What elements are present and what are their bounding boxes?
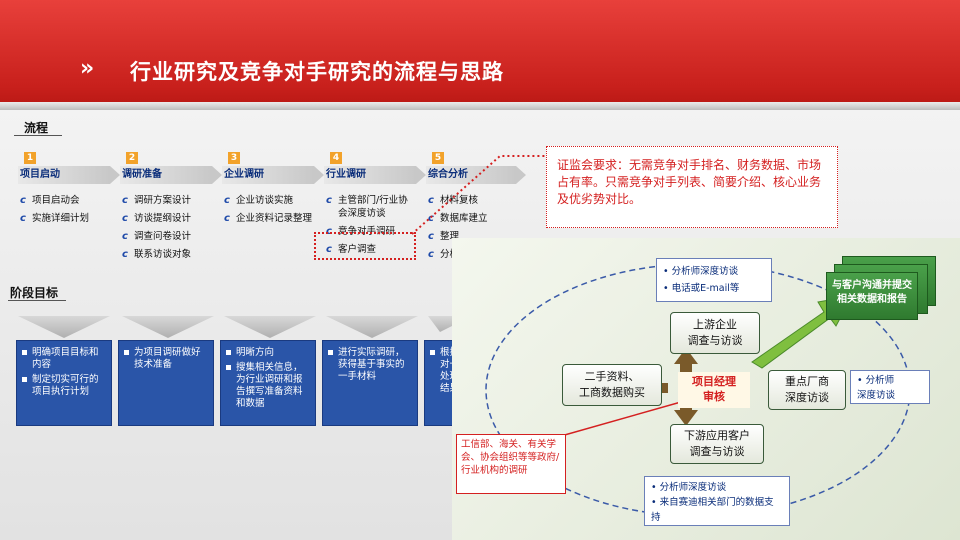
header-bar	[0, 0, 960, 108]
list-item: 访谈提纲设计	[122, 212, 214, 225]
section-underline	[14, 135, 62, 136]
stage-items: 主管部门/行业协会深度访谈 竞争对手调研 客户调查	[326, 194, 408, 261]
stage-number: 4	[330, 152, 342, 164]
stage-title: 综合分析	[426, 166, 526, 184]
box-line: • 分析师深度访谈	[651, 482, 727, 493]
secondhand-data-box: 二手资料、 工商数据购买	[562, 364, 662, 406]
stage-items: 项目启动会 实施详细计划	[20, 194, 112, 230]
project-manager-review: 项目经理 审核	[678, 372, 750, 408]
goal-item: 搜集相关信息，为行业调研和报告撰写准备资料和数据	[225, 362, 311, 410]
stage-number: 1	[24, 152, 36, 164]
upstream-survey-box: 上游企业 调查与访谈	[670, 312, 760, 354]
list-item: 竞争对手调研	[326, 225, 408, 238]
list-item: 客户调查	[326, 243, 408, 256]
list-item: 材料复核	[428, 194, 508, 207]
page-title: 行业研究及竞争对手研究的流程与思路	[130, 60, 504, 84]
box-line: 深度访谈	[857, 390, 896, 401]
stage-title: 项目启动	[18, 166, 120, 184]
highlight-box	[314, 232, 416, 260]
goal-item: 明确项目目标和内容	[21, 347, 107, 371]
list-item: 整理	[428, 230, 508, 243]
section-label-process: 流程	[24, 121, 49, 135]
list-item: 项目启动会	[20, 194, 112, 207]
downstream-survey-box: 下游应用客户 调查与访谈	[670, 424, 764, 464]
box-line: • 电话或E-mail等	[663, 283, 740, 294]
list-item: 调研方案设计	[122, 194, 214, 207]
key-vendor-interview-box: 重点厂商 深度访谈	[768, 370, 846, 410]
box-line: • 来自赛迪相关部门的数据支持	[651, 497, 774, 523]
list-item: 数据库建立	[428, 212, 508, 225]
stage-title: 行业调研	[324, 166, 426, 184]
government-research-box: 工信部、海关、有关学会、协会组织等等政府/行业机构的调研	[456, 434, 566, 494]
analyst-interview-box-bottom: • 分析师深度访谈 • 来自赛迪相关部门的数据支持	[644, 476, 790, 526]
stage-items: 调研方案设计 访谈提纲设计 调查问卷设计 联系访谈对象	[122, 194, 214, 266]
box-line: • 分析师深度访谈	[663, 266, 739, 277]
goal-item: 进行实际调研，获得基于事实的一手材料	[327, 347, 413, 383]
section-underline	[8, 300, 66, 301]
goal-chevrons	[18, 316, 452, 338]
goal-item: 明晰方向	[225, 347, 311, 359]
goal-box: 进行实际调研，获得基于事实的一手材料	[322, 340, 418, 426]
goal-box: 为项目调研做好技术准备	[118, 340, 214, 426]
goal-box: 明晰方向 搜集相关信息，为行业调研和报告撰写准备资料和数据	[220, 340, 316, 426]
list-item: 主管部门/行业协会深度访谈	[326, 194, 408, 220]
analyst-interview-box-right: • 分析师 深度访谈	[850, 370, 930, 404]
box-line: • 分析师	[857, 375, 895, 386]
stage-title: 调研准备	[120, 166, 222, 184]
stage-number: 5	[432, 152, 444, 164]
list-item: 调查问卷设计	[122, 230, 214, 243]
stage-number: 2	[126, 152, 138, 164]
goal-item: 制定切实可行的项目执行计划	[21, 374, 107, 398]
header-divider	[0, 102, 960, 110]
chevron-double-right-icon: »	[80, 56, 94, 81]
goal-box: 明确项目目标和内容 制定切实可行的项目执行计划	[16, 340, 112, 426]
stage-items: 材料复核 数据库建立 整理 分析	[428, 194, 508, 266]
goal-item: 为项目调研做好技术准备	[123, 347, 209, 371]
stage-number: 3	[228, 152, 240, 164]
stage-items: 企业访谈实施 企业资料记录整理	[224, 194, 312, 230]
report-delivery-card: 与客户沟通并提交相关数据和报告	[826, 272, 918, 320]
list-item: 企业访谈实施	[224, 194, 312, 207]
regulation-note: 证监会要求：无需竞争对手排名、财务数据、市场占有率。只需竞争对手列表、简要介绍、…	[546, 146, 838, 228]
list-item: 分析	[428, 248, 508, 261]
section-label-goals: 阶段目标	[10, 286, 59, 300]
analyst-interview-box-top: • 分析师深度访谈 • 电话或E-mail等	[656, 258, 772, 302]
list-item: 联系访谈对象	[122, 248, 214, 261]
highlight-connector	[411, 155, 546, 235]
stage-title: 企业调研	[222, 166, 324, 184]
list-item: 企业资料记录整理	[224, 212, 312, 225]
list-item: 实施详细计划	[20, 212, 112, 225]
